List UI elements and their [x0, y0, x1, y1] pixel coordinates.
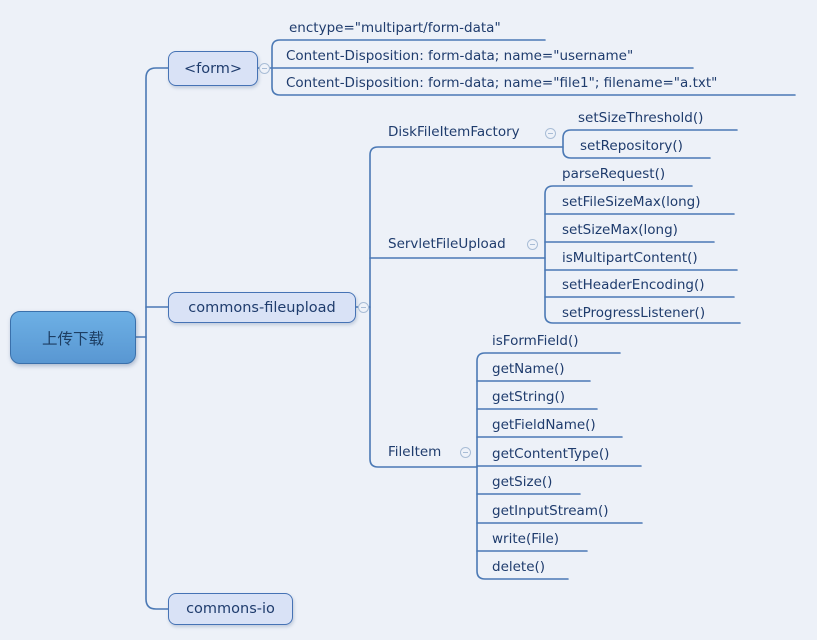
node-getfieldname[interactable]: getFieldName() — [492, 417, 596, 433]
node-getinputstream[interactable]: getInputStream() — [492, 503, 609, 519]
node-setprogresslistener[interactable]: setProgressListener() — [562, 305, 706, 321]
node-diskfileitemfactory[interactable]: DiskFileItemFactory — [388, 124, 520, 140]
root-topic-upload-download[interactable]: 上传下载 — [10, 311, 136, 364]
node-getsize[interactable]: getSize() — [492, 474, 553, 490]
collapse-handle-servletfileupload[interactable] — [527, 239, 538, 250]
topic-commons-io[interactable]: commons-io — [168, 593, 293, 625]
node-content-disposition-file1[interactable]: Content-Disposition: form-data; name="fi… — [286, 75, 718, 91]
node-delete[interactable]: delete() — [492, 559, 546, 575]
topic-commons-fileupload-label: commons-fileupload — [188, 299, 336, 316]
collapse-handle-commons-fileupload[interactable] — [358, 302, 369, 313]
node-setrepository[interactable]: setRepository() — [580, 138, 683, 154]
topic-form-label: <form> — [183, 60, 243, 77]
node-getstring[interactable]: getString() — [492, 389, 565, 405]
collapse-handle-form[interactable] — [259, 63, 270, 74]
node-setfilesizemax[interactable]: setFileSizeMax(long) — [562, 194, 701, 210]
node-parserequest[interactable]: parseRequest() — [562, 166, 666, 182]
node-getname[interactable]: getName() — [492, 361, 565, 377]
node-servletfileupload[interactable]: ServletFileUpload — [388, 236, 506, 252]
root-topic-label: 上传下载 — [41, 329, 104, 348]
node-write-file[interactable]: write(File) — [492, 531, 560, 547]
topic-commons-io-label: commons-io — [186, 601, 275, 617]
node-setsizethreshold[interactable]: setSizeThreshold() — [578, 110, 704, 126]
node-setheaderencoding[interactable]: setHeaderEncoding() — [562, 277, 705, 293]
node-setsizemax[interactable]: setSizeMax(long) — [562, 222, 678, 238]
node-content-disposition-username[interactable]: Content-Disposition: form-data; name="us… — [286, 48, 634, 64]
node-getcontenttype[interactable]: getContentType() — [492, 446, 610, 462]
collapse-handle-fileitem[interactable] — [460, 447, 471, 458]
node-fileitem[interactable]: FileItem — [388, 444, 442, 460]
node-enctype[interactable]: enctype="multipart/form-data" — [289, 20, 501, 36]
collapse-handle-diskfileitemfactory[interactable] — [545, 128, 556, 139]
topic-form[interactable]: <form> — [168, 51, 258, 86]
node-ismultipartcontent[interactable]: isMultipartContent() — [562, 250, 698, 266]
topic-commons-fileupload[interactable]: commons-fileupload — [168, 292, 356, 323]
node-isformfield[interactable]: isFormField() — [492, 333, 579, 349]
